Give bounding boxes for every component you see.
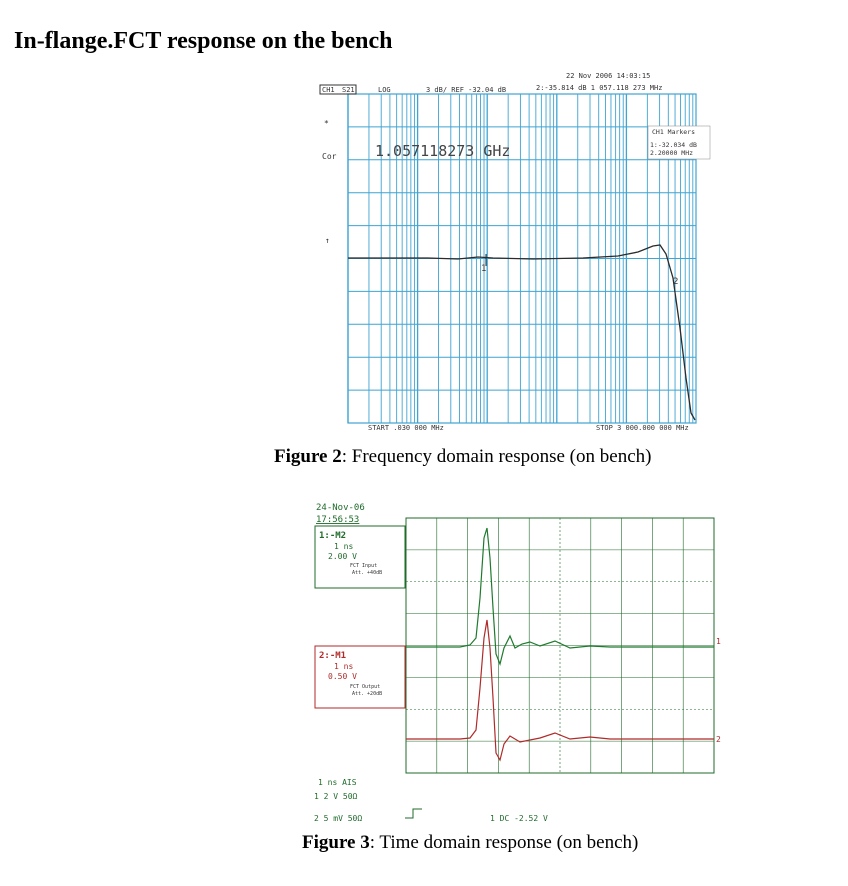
fig3-trace-ch2 — [406, 619, 714, 762]
fig3-trigger: 1 DC -2.52 V — [490, 814, 548, 823]
fig2-header-channel: CH1 — [322, 86, 335, 94]
fig2-header-param: S21 — [342, 86, 355, 94]
fig3-ch1-marker: 1 — [716, 637, 721, 646]
fig3-trace-ch1 — [406, 527, 714, 666]
fig2-header-format: LOG — [378, 86, 391, 94]
fig2-side-star: * — [324, 119, 329, 128]
fig2-stop-label: STOP 3 000.000 000 MHz — [596, 424, 689, 432]
fig3-ch1-time: 1 ns — [334, 542, 353, 551]
fig2-trace-s21 — [348, 244, 696, 421]
fig2-side-arrow: ↑ — [325, 236, 330, 245]
trigger-edge-icon — [405, 808, 422, 819]
fig3-timebase: 1 ns AIS — [318, 778, 357, 787]
fig3-ch2-note2: Att. +20dB — [352, 691, 382, 697]
fig2-header-marker: 2:-35.814 dB 1 057.118 273 MHz — [536, 84, 662, 92]
time-domain-plot: 24-Nov-06 17:56:53 1:-M2 1 ns 2.00 V FCT… — [314, 503, 721, 823]
fig3-ch2-setting: 2 5 mV 50Ω — [314, 814, 362, 823]
figure2-caption-label: Figure 2 — [274, 446, 342, 467]
figure3-caption: Figure 3: Time domain response (on bench… — [302, 832, 638, 854]
fig3-ch1-id: 1:-M2 — [319, 531, 346, 541]
figure2-caption-text: : Frequency domain response (on bench) — [341, 446, 652, 467]
fig2-markers-title: CH1 Markers — [652, 128, 695, 136]
fig3-ch2-id: 2:-M1 — [319, 651, 346, 661]
section-title: In-flange.FCT response on the bench — [14, 28, 393, 54]
fig3-ch2-marker: 2 — [716, 735, 721, 744]
fig3-ch2-time: 1 ns — [334, 662, 353, 671]
fig3-ch1-note1: FCT Input — [350, 563, 377, 569]
fig2-marker2-label: 2 — [673, 277, 678, 287]
fig3-ch1-note2: Att. +40dB — [352, 570, 382, 576]
fig3-ch1-setting: 1 2 V 50Ω — [314, 792, 358, 801]
figure3-caption-text: : Time domain response (on bench) — [369, 832, 639, 853]
fig2-marker1-label: 1 — [481, 264, 486, 274]
fig2-header-date: 22 Nov 2006 14:03:15 — [566, 72, 650, 80]
fig2-header-scale: 3 dB/ REF -32.04 dB — [426, 86, 506, 94]
fig3-date: 24-Nov-06 — [316, 503, 365, 513]
fig2-side-cor: Cor — [322, 152, 337, 161]
fig3-time: 17:56:53 — [316, 515, 359, 525]
fig2-start-label: START .030 000 MHz — [368, 424, 444, 432]
fig3-ch2-note1: FCT Output — [350, 684, 380, 690]
fig2-marker-frequency: 1.057118273 GHz — [375, 142, 510, 160]
figure2-caption: Figure 2: Frequency domain response (on … — [274, 446, 651, 468]
frequency-response-plot: CH1 S21 LOG 3 dB/ REF -32.04 dB 22 Nov 2… — [319, 72, 711, 432]
figure3-caption-label: Figure 3 — [302, 832, 370, 853]
fig3-ch2-volt: 0.50 V — [328, 672, 357, 681]
fig2-markers-line2: 2.20000 MHz — [650, 149, 693, 157]
fig3-ch1-volt: 2.00 V — [328, 552, 357, 561]
fig2-markers-line1: 1:-32.034 dB — [650, 141, 697, 149]
